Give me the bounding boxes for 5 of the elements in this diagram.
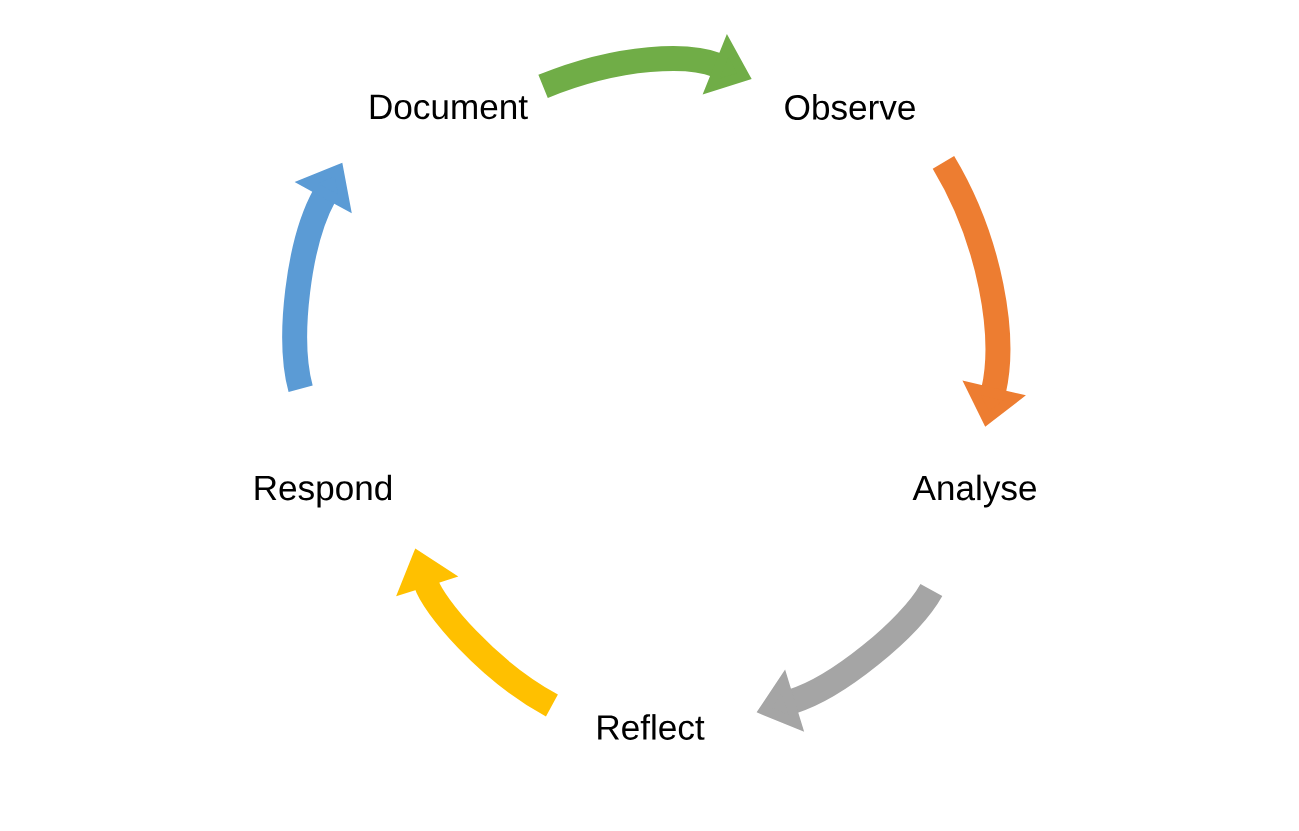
step-label: Reflect — [598, 714, 705, 740]
step-label: Observe — [785, 94, 915, 120]
step-label: Document — [370, 94, 528, 120]
step-label: Respond — [255, 474, 392, 508]
step-label: Analyse — [912, 474, 1036, 508]
